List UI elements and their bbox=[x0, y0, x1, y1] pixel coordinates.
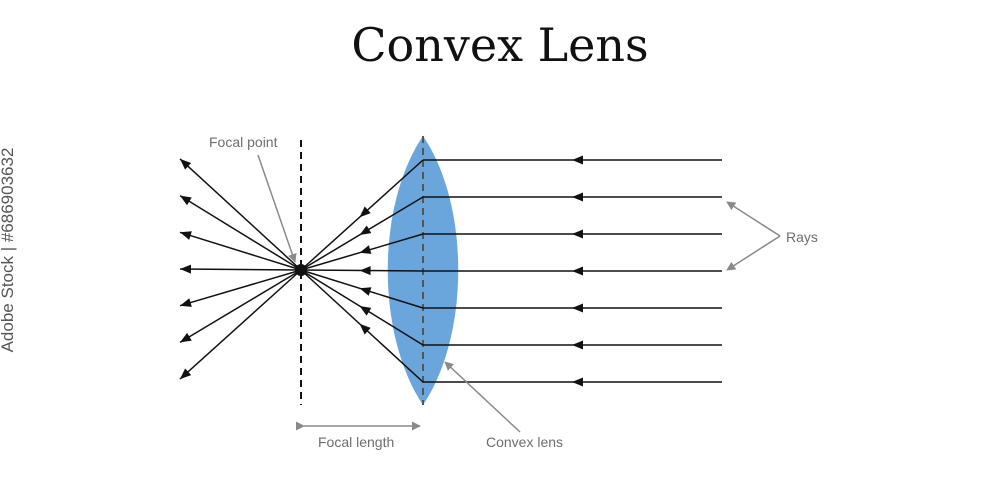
convex-lens-pointer bbox=[444, 361, 521, 433]
refracted-ray-arrowhead bbox=[359, 225, 372, 235]
refracted-ray-arrowhead bbox=[359, 323, 371, 335]
focal-point-label: Focal point bbox=[209, 134, 278, 150]
diverging-ray bbox=[179, 269, 302, 344]
refracted-ray-arrowhead bbox=[359, 306, 372, 316]
diverging-ray-arrowhead bbox=[180, 264, 192, 274]
diverging-ray-arrowhead bbox=[180, 368, 192, 380]
incoming-ray-arrowhead bbox=[572, 229, 583, 239]
diverging-ray bbox=[179, 269, 302, 380]
refracted-ray-arrowhead bbox=[359, 266, 371, 276]
incoming-ray-arrowhead bbox=[572, 303, 583, 313]
focal-point-pointer bbox=[257, 154, 297, 263]
ray-group bbox=[179, 155, 722, 387]
rays-pointer-upper bbox=[726, 201, 781, 237]
incoming-ray-arrowhead bbox=[572, 340, 583, 350]
diverging-ray bbox=[179, 194, 302, 271]
diverging-ray-arrowhead bbox=[180, 195, 192, 206]
convex-lens-label: Convex lens bbox=[486, 434, 563, 450]
rays-pointer-lower bbox=[726, 235, 781, 271]
focal-point-dot bbox=[295, 264, 307, 276]
rays-label: Rays bbox=[786, 229, 818, 245]
diagram-title: Convex Lens bbox=[351, 18, 649, 72]
incoming-ray-arrowhead bbox=[572, 377, 583, 387]
diverging-ray bbox=[179, 231, 302, 271]
focal-length-label: Focal length bbox=[318, 434, 394, 450]
diverging-ray bbox=[179, 269, 302, 307]
diverging-ray-arrowhead bbox=[180, 158, 192, 170]
diverging-ray-arrowhead bbox=[180, 332, 192, 343]
diverging-ray bbox=[179, 158, 302, 271]
diverging-ray-arrowhead bbox=[180, 298, 192, 307]
incoming-ray-arrowhead bbox=[572, 155, 583, 165]
refracted-ray-arrowhead bbox=[359, 287, 372, 296]
diverging-ray-arrowhead bbox=[180, 231, 192, 240]
incoming-ray-arrowhead bbox=[572, 266, 583, 276]
refracted-ray-arrowhead bbox=[359, 245, 372, 254]
incoming-ray-arrowhead bbox=[572, 192, 583, 202]
refracted-ray-arrowhead bbox=[359, 206, 371, 218]
diverging-ray bbox=[179, 268, 302, 271]
